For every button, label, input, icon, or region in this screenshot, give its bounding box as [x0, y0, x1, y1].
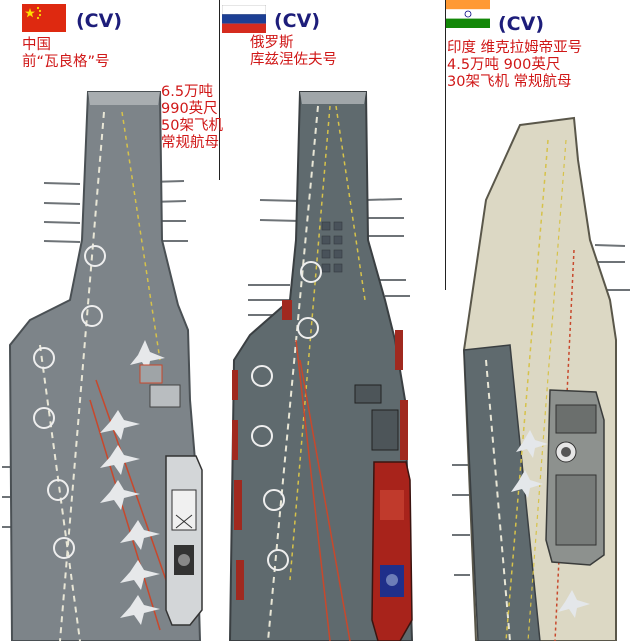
column-divider-left — [219, 0, 220, 180]
spec-aircraft: 50架飞机 — [161, 118, 223, 134]
carrier-name: 印度 维克拉姆帝亚号 — [447, 40, 583, 56]
russia-flag-icon — [222, 5, 266, 33]
carrier-country: 中国 — [22, 37, 51, 53]
spec-length: 990英尺 — [161, 101, 218, 117]
column-divider-right — [445, 0, 446, 290]
spec-propulsion: 常规航母 — [161, 135, 219, 151]
carrier-name: 库兹涅佐夫号 — [250, 52, 337, 68]
carrier-name: 前“瓦良格”号 — [22, 54, 110, 70]
carrier-aircraft-specs: 30架飞机 常规航母 — [447, 74, 572, 90]
spec-displacement: 6.5万吨 — [161, 84, 214, 100]
carrier-type-tag: (CV) — [498, 13, 545, 35]
carrier-country: 俄罗斯 — [250, 35, 294, 51]
carrier-type-tag: (CV) — [274, 10, 321, 32]
carrier-size-specs: 4.5万吨 900英尺 — [447, 57, 561, 73]
india-flag-icon — [446, 0, 490, 28]
carrier-type-tag: (CV) — [76, 10, 123, 32]
china-flag-icon — [22, 4, 66, 32]
